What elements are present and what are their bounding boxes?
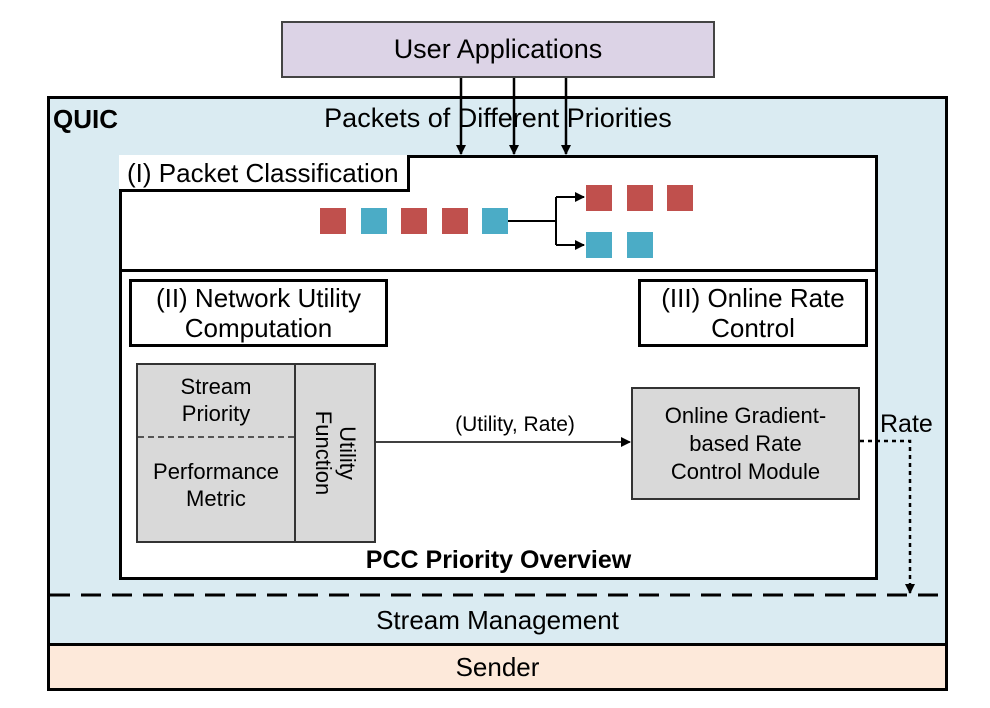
sender-label: Sender bbox=[455, 651, 540, 682]
high-priority-packet bbox=[626, 185, 653, 211]
utility-dashed-divider bbox=[138, 436, 294, 438]
online-rate-control-title-line1: (III) Online Rate bbox=[661, 283, 845, 313]
performance-metric-line1: Performance bbox=[153, 459, 279, 484]
online-rate-control-title-line2: Control bbox=[711, 313, 795, 343]
utility-vertical-divider bbox=[294, 363, 296, 543]
module-line3: Control Module bbox=[670, 458, 821, 484]
sender-layer: Sender bbox=[47, 643, 948, 691]
network-utility-title-line2: Computation bbox=[184, 313, 333, 343]
low-priority-packet bbox=[626, 232, 653, 258]
low-priority-packet bbox=[360, 208, 387, 234]
gradient-rate-control-module: Online Gradient- based Rate Control Modu… bbox=[631, 387, 860, 500]
low-priority-packet bbox=[482, 208, 508, 234]
high-priority-packet bbox=[441, 208, 468, 234]
pcc-priority-overview-label: PCC Priority Overview bbox=[365, 546, 632, 574]
packets-label: Packets of Different Priorities bbox=[324, 103, 672, 133]
high-priority-packet bbox=[586, 185, 612, 211]
user-applications-label: User Applications bbox=[393, 34, 603, 64]
user-applications-box: User Applications bbox=[281, 21, 715, 78]
low-priority-packet bbox=[586, 232, 612, 258]
performance-metric-cell: Performance Metric bbox=[138, 445, 294, 525]
network-utility-title-line1: (II) Network Utility bbox=[155, 283, 362, 313]
rate-label: Rate bbox=[880, 410, 933, 438]
high-priority-packet bbox=[401, 208, 427, 234]
section-divider bbox=[119, 269, 878, 272]
performance-metric-line2: Metric bbox=[186, 486, 246, 511]
high-priority-packet bbox=[320, 208, 346, 234]
packet-classification-title: (I) Packet Classification bbox=[119, 155, 410, 192]
module-line1: Online Gradient- bbox=[664, 402, 827, 428]
network-utility-title: (II) Network Utility Computation bbox=[129, 279, 388, 347]
utility-function-line1: Utility bbox=[335, 426, 361, 480]
online-rate-control-title: (III) Online Rate Control bbox=[638, 279, 868, 347]
utility-function-line2: Function bbox=[311, 410, 337, 496]
utility-rate-edge-label: (Utility, Rate) bbox=[455, 413, 575, 436]
stream-management-layer: Stream Management bbox=[50, 598, 945, 643]
stream-priority-cell: Stream Priority bbox=[138, 368, 294, 432]
utility-function-label: Utility Function bbox=[311, 410, 361, 496]
stream-priority-line1: Stream bbox=[180, 374, 252, 399]
stream-management-label: Stream Management bbox=[376, 605, 619, 635]
utility-function-cell: Utility Function bbox=[296, 365, 374, 541]
quic-label: QUIC bbox=[53, 104, 118, 134]
module-line2: based Rate bbox=[689, 430, 802, 456]
high-priority-packet bbox=[667, 185, 693, 211]
stream-priority-line2: Priority bbox=[181, 401, 251, 426]
utility-computation-box bbox=[136, 363, 376, 543]
